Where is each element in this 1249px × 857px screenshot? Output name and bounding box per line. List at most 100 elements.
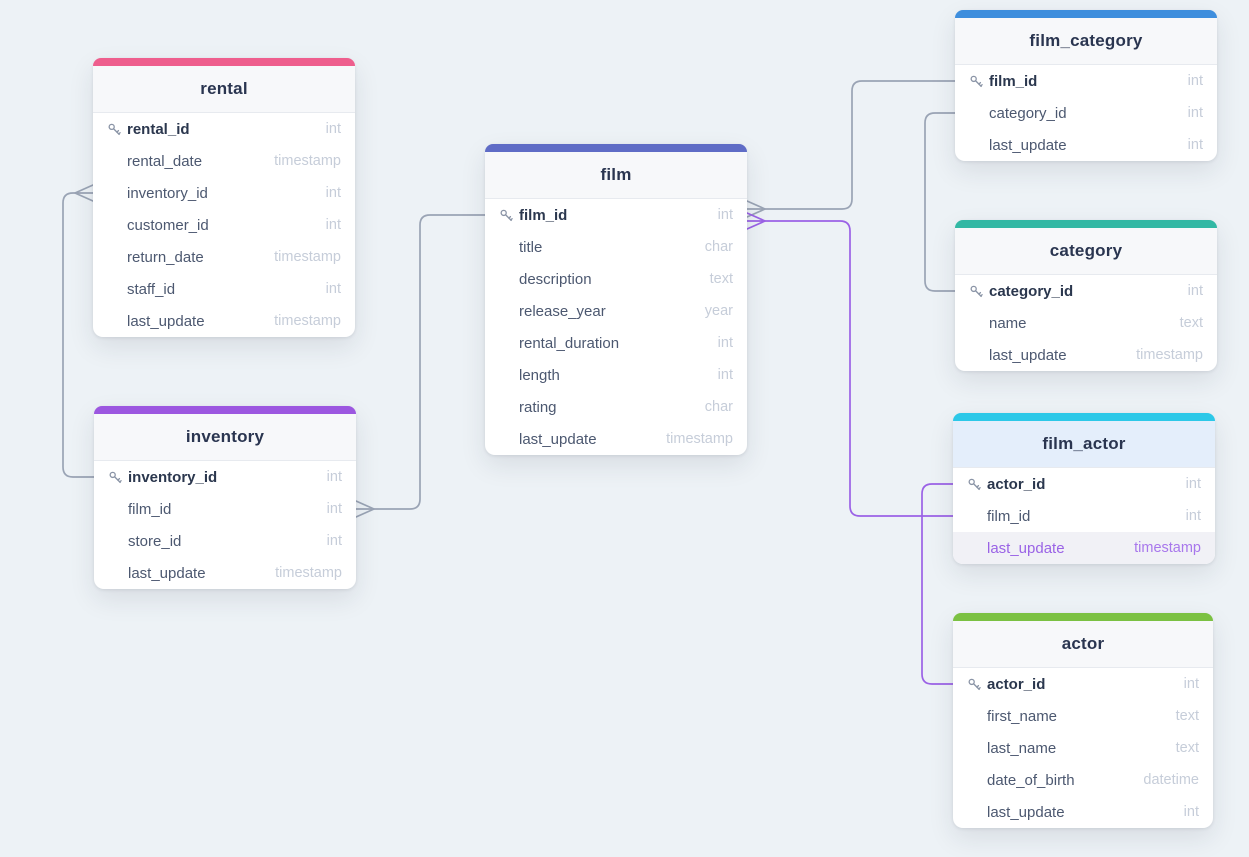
table-header[interactable]: film_category — [955, 18, 1217, 65]
field-row-film-rental_duration[interactable]: rental_duration int — [485, 327, 747, 359]
field-type: timestamp — [666, 431, 733, 447]
field-row-actor-actor_id[interactable]: actor_id int — [953, 668, 1213, 700]
primary-key-icon — [967, 677, 987, 692]
field-name: inventory_id — [127, 184, 208, 202]
relationship-film_actor-actor[interactable] — [921, 483, 954, 685]
field-row-film-length[interactable]: length int — [485, 359, 747, 391]
field-row-rental-inventory_id[interactable]: inventory_id int — [93, 177, 355, 209]
field-name: rental_duration — [519, 334, 620, 352]
field-row-film_category-category_id[interactable]: category_id int — [955, 97, 1217, 129]
table-card-category[interactable]: category category_id int name text last_… — [955, 220, 1217, 371]
field-type: int — [1187, 137, 1203, 153]
table-card-rental[interactable]: rental rental_id int rental_date timesta… — [93, 58, 355, 337]
field-row-actor-first_name[interactable]: first_name text — [953, 700, 1213, 732]
field-row-film-last_update[interactable]: last_update timestamp — [485, 423, 747, 455]
field-name: last_update — [127, 312, 205, 330]
field-type: datetime — [1143, 772, 1199, 788]
field-row-film_category-last_update[interactable]: last_update int — [955, 129, 1217, 161]
field-row-actor-last_update[interactable]: last_update int — [953, 796, 1213, 828]
field-list: actor_id int first_name text last_name t… — [953, 668, 1213, 828]
primary-key-icon — [967, 477, 987, 492]
field-name: last_update — [519, 430, 597, 448]
table-card-inventory[interactable]: inventory inventory_id int film_id int s… — [94, 406, 356, 589]
field-type: timestamp — [274, 153, 341, 169]
field-row-inventory-last_update[interactable]: last_update timestamp — [94, 557, 356, 589]
field-name: actor_id — [987, 675, 1046, 693]
field-type: int — [717, 207, 733, 223]
field-row-rental-last_update[interactable]: last_update timestamp — [93, 305, 355, 337]
field-row-inventory-store_id[interactable]: store_id int — [94, 525, 356, 557]
field-row-film-description[interactable]: description text — [485, 263, 747, 295]
primary-key-icon — [499, 208, 519, 223]
table-accent-bar — [955, 220, 1217, 228]
field-row-category-category_id[interactable]: category_id int — [955, 275, 1217, 307]
field-type: timestamp — [275, 565, 342, 581]
table-accent-bar — [955, 10, 1217, 18]
field-list: film_id int title char description text … — [485, 199, 747, 455]
table-header[interactable]: inventory — [94, 414, 356, 461]
field-row-film_actor-last_update[interactable]: last_update timestamp — [953, 532, 1215, 564]
field-name: category_id — [989, 282, 1074, 300]
field-row-category-last_update[interactable]: last_update timestamp — [955, 339, 1217, 371]
table-header[interactable]: rental — [93, 66, 355, 113]
field-row-actor-date_of_birth[interactable]: date_of_birth datetime — [953, 764, 1213, 796]
table-header[interactable]: film — [485, 152, 747, 199]
field-name: last_update — [989, 136, 1067, 154]
field-type: timestamp — [274, 313, 341, 329]
field-type: int — [1183, 804, 1199, 820]
field-name: length — [519, 366, 560, 384]
field-list: rental_id int rental_date timestamp inve… — [93, 113, 355, 337]
field-name: title — [519, 238, 543, 256]
relationship-film-film_category[interactable] — [746, 80, 956, 210]
field-row-category-name[interactable]: name text — [955, 307, 1217, 339]
table-title: film_category — [1029, 31, 1143, 50]
table-header[interactable]: film_actor — [953, 421, 1215, 468]
field-row-inventory-film_id[interactable]: film_id int — [94, 493, 356, 525]
primary-key-icon — [969, 284, 989, 299]
table-card-film[interactable]: film film_id int title char description … — [485, 144, 747, 455]
relationship-inventory-film[interactable] — [355, 214, 486, 510]
field-type: timestamp — [274, 249, 341, 265]
field-name: name — [989, 314, 1027, 332]
table-title: category — [1049, 241, 1123, 260]
field-row-film_actor-film_id[interactable]: film_id int — [953, 500, 1215, 532]
field-row-actor-last_name[interactable]: last_name text — [953, 732, 1213, 764]
field-type: text — [1175, 740, 1199, 756]
field-type: int — [326, 501, 342, 517]
field-name: last_update — [128, 564, 206, 582]
field-name: last_update — [989, 346, 1067, 364]
table-card-film_actor[interactable]: film_actor actor_id int film_id int last… — [953, 413, 1215, 564]
table-accent-bar — [953, 413, 1215, 421]
field-row-film_actor-actor_id[interactable]: actor_id int — [953, 468, 1215, 500]
field-row-rental-rental_id[interactable]: rental_id int — [93, 113, 355, 145]
field-row-rental-staff_id[interactable]: staff_id int — [93, 273, 355, 305]
relationship-rental-inventory[interactable] — [62, 192, 95, 478]
field-row-rental-return_date[interactable]: return_date timestamp — [93, 241, 355, 273]
table-card-film_category[interactable]: film_category film_id int category_id in… — [955, 10, 1217, 161]
field-name: first_name — [987, 707, 1058, 725]
field-name: last_update — [987, 803, 1065, 821]
field-row-inventory-inventory_id[interactable]: inventory_id int — [94, 461, 356, 493]
field-row-film-release_year[interactable]: release_year year — [485, 295, 747, 327]
table-header[interactable]: category — [955, 228, 1217, 275]
field-type: char — [704, 239, 733, 255]
field-row-film-film_id[interactable]: film_id int — [485, 199, 747, 231]
table-card-actor[interactable]: actor actor_id int first_name text last_… — [953, 613, 1213, 828]
relationship-film_category-category[interactable] — [924, 112, 956, 292]
field-list: actor_id int film_id int last_update tim… — [953, 468, 1215, 564]
field-row-rental-customer_id[interactable]: customer_id int — [93, 209, 355, 241]
field-type: int — [1187, 283, 1203, 299]
relationship-film-film_actor[interactable] — [746, 220, 954, 517]
field-row-rental-rental_date[interactable]: rental_date timestamp — [93, 145, 355, 177]
field-name: date_of_birth — [987, 771, 1075, 789]
field-list: film_id int category_id int last_update … — [955, 65, 1217, 161]
table-accent-bar — [94, 406, 356, 414]
field-row-film_category-film_id[interactable]: film_id int — [955, 65, 1217, 97]
field-type: int — [717, 367, 733, 383]
field-row-film-title[interactable]: title char — [485, 231, 747, 263]
field-row-film-rating[interactable]: rating char — [485, 391, 747, 423]
field-type: timestamp — [1134, 540, 1201, 556]
table-header[interactable]: actor — [953, 621, 1213, 668]
field-type: char — [704, 399, 733, 415]
